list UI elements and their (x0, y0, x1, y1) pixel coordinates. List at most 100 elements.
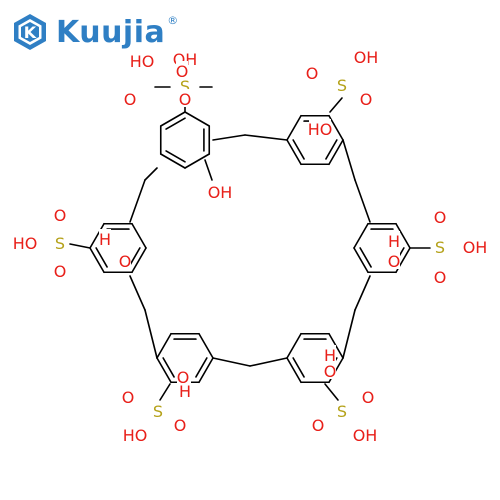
ring-bottom-left (156, 357, 172, 384)
ring-top-left (159, 111, 186, 127)
ring-left (89, 247, 105, 274)
hydroxyl-right: OH (463, 238, 488, 257)
bond-tr-s (329, 97, 343, 113)
ring-left (89, 222, 105, 249)
bridge-left-lower (129, 275, 146, 311)
hydroxyl-left-bg (14, 233, 36, 251)
hydroxyl-top-right: OH (354, 48, 379, 67)
oxo-a-bottom-left-bg (122, 387, 134, 405)
bridge-top (244, 134, 288, 141)
phenol-bottom-left: O (177, 368, 190, 387)
h-right-bg (388, 231, 400, 249)
ring-left (131, 247, 147, 274)
phenol-top-right: HO (308, 120, 333, 139)
h-left: H (99, 230, 111, 249)
ring-top-left (184, 153, 211, 169)
ring-top-right (286, 114, 302, 141)
h-bottom-left: H (179, 382, 191, 401)
oxo-a-top-right-bg (306, 63, 318, 81)
sulfo-oh-top-left: HO (130, 52, 155, 71)
bridge-bottom (212, 357, 251, 367)
phenol-left-bg (119, 251, 131, 269)
bridge-right-lower (342, 309, 356, 359)
bridge-left-lower (144, 309, 158, 359)
oxo-b-left-bg (54, 261, 66, 279)
bridge-right-upper (342, 139, 356, 181)
oxo-b-bottom-right-bg (362, 387, 374, 405)
oxo-b-top-right-bg (360, 89, 372, 107)
phenol-left: O (119, 252, 132, 271)
oxo-b-bottom-left-bg (174, 415, 186, 433)
h-bottom-right: H (324, 346, 336, 365)
h-right: H (388, 232, 400, 251)
hydroxyl-bottom-right: OH (353, 426, 378, 445)
bridge-left-upper (129, 179, 146, 223)
bridge-right-lower (354, 275, 371, 311)
ring-top-right (328, 139, 344, 166)
bridge-right-upper (354, 179, 371, 223)
oxo-a-bottom-right: O (312, 416, 325, 435)
bond-bl-s (159, 383, 171, 401)
oxo-a-top-right: O (306, 64, 319, 83)
oxo-a-top-left-bg (179, 89, 191, 107)
sulfur-bottom-right: S (337, 402, 347, 421)
kuujia-logo-icon: K (14, 14, 46, 50)
ring-right (395, 222, 411, 249)
oxo-a-bottom-left: O (122, 388, 135, 407)
phenol-bottom-right: O (324, 362, 337, 381)
ring-top-right-double (292, 139, 305, 160)
hydroxyl-bottom-left: HO (123, 426, 148, 445)
ring-top-right (328, 114, 344, 141)
oxo-a-top-left: O (179, 90, 192, 109)
brand-name: Kuujia (56, 14, 166, 50)
registered-mark: ® (167, 13, 179, 27)
oxo-a-right-bg (434, 207, 446, 225)
ring-bottom-left (198, 357, 214, 384)
ring-bottom-left-double (162, 357, 175, 378)
oxo-b-top-left-bg (124, 89, 136, 107)
ring-top-left-double (165, 117, 186, 130)
ring-bottom-right (286, 332, 302, 359)
ring-left-double (95, 247, 108, 268)
ring-bottom-left (156, 332, 172, 359)
ring-top-right (286, 139, 302, 166)
hydroxyl-left: HO (13, 234, 38, 253)
phenol-bottom-right-bg (324, 361, 336, 379)
phenol-right: O (388, 252, 401, 271)
h-bottom-left-bg (179, 381, 191, 399)
ring-top-left-double (165, 150, 186, 163)
oxo-c-top-left: O (176, 62, 189, 81)
sulfur-bottom-left-bg (152, 401, 164, 419)
hydroxyl-bottom-left-bg (124, 425, 146, 443)
bridge-left-upper (144, 167, 158, 181)
sulfur-right: S (435, 238, 445, 257)
ring-right (353, 222, 369, 249)
oxo-b-left: O (54, 262, 67, 281)
sulfur-bottom-right-bg (336, 401, 348, 419)
oxo-b-top-left: O (124, 90, 137, 109)
hydroxyl-top-right-bg (355, 47, 377, 65)
oxo-b-right: O (434, 268, 447, 287)
sulfur-left-bg (54, 233, 66, 251)
sulfur-top-right-bg (336, 75, 348, 93)
phenol-bottom-left-bg (177, 367, 189, 385)
oxo-a-left: O (54, 206, 67, 225)
oxo-b-right-bg (434, 267, 446, 285)
ring-top-left (159, 153, 186, 169)
bridge-top (212, 134, 246, 141)
ring-right (353, 247, 369, 274)
oxo-a-right: O (434, 208, 447, 227)
oxo-b-bottom-right: O (362, 388, 375, 407)
phenol-right-bg (388, 251, 400, 269)
ring-bottom-right-double (292, 357, 305, 378)
brand-logo: K Kuujia ® (10, 12, 182, 52)
hydroxyl-bottom-right-bg (354, 425, 376, 443)
ring-bottom-right (286, 357, 302, 384)
phenol-top-right-bg (309, 119, 331, 137)
sulfur-top-left: S (180, 77, 190, 96)
sulfur-bottom-left: S (153, 402, 163, 421)
bridge-bottom (249, 357, 288, 367)
